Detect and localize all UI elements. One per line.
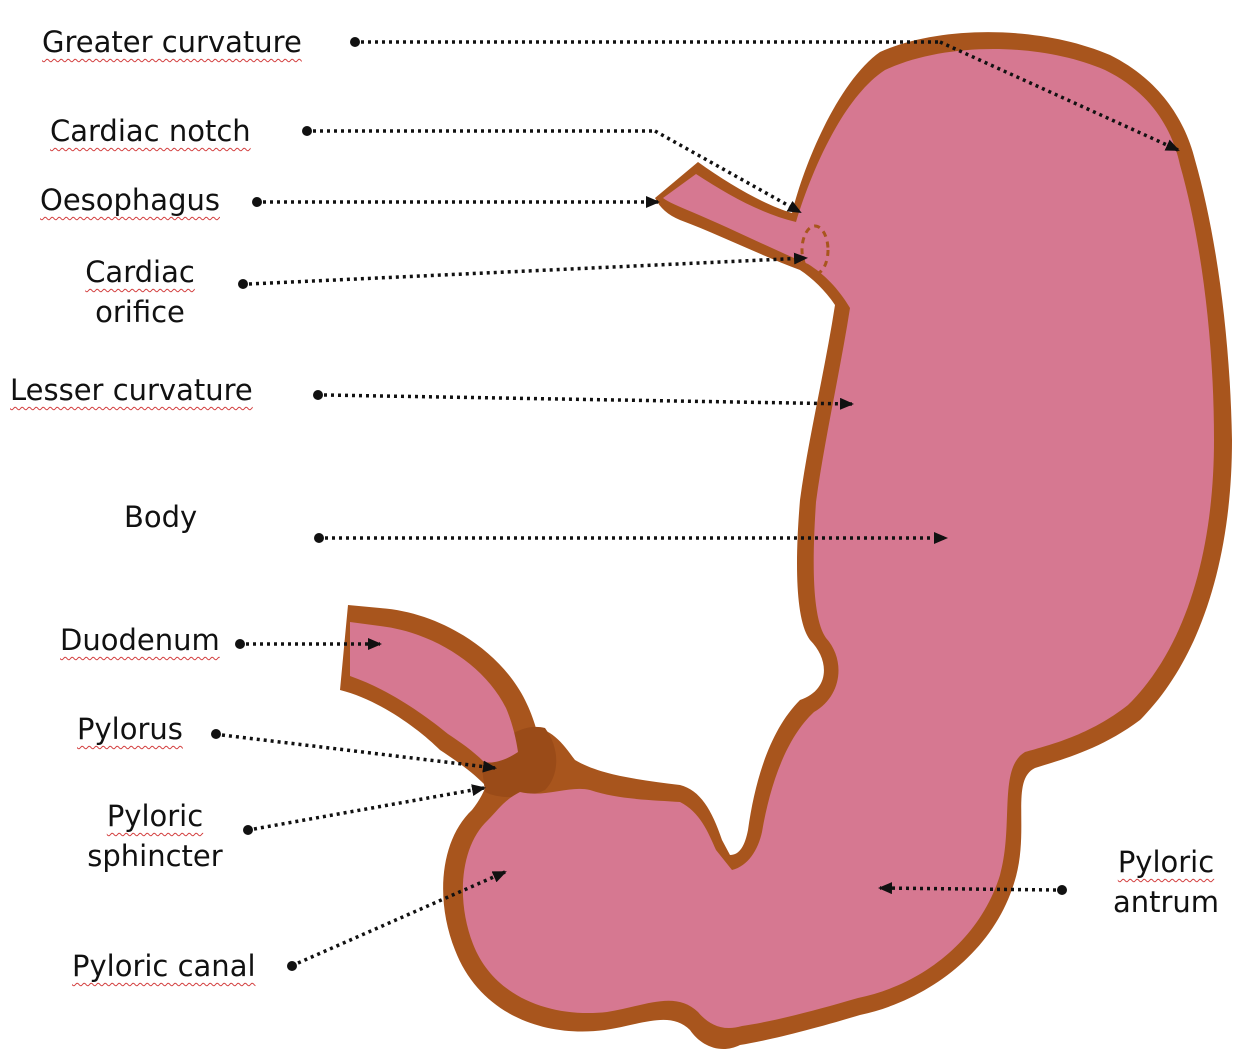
leader-dot <box>235 639 245 649</box>
label-text: Duodenum <box>60 623 220 657</box>
label-pyloric-canal: Pyloric canal <box>72 946 256 986</box>
label-body: Body <box>124 497 197 537</box>
label-cardiac-notch: Cardiac notch <box>50 111 251 151</box>
label-text: Cardiac notch <box>50 114 251 148</box>
leader-dot <box>287 961 297 971</box>
leader-dot <box>238 279 248 289</box>
leader-arrow <box>254 788 484 829</box>
leader-dot <box>243 825 253 835</box>
label-line-2: orifice <box>72 292 208 332</box>
label-lesser-curvature: Lesser curvature <box>10 370 253 410</box>
label-greater-curvature: Greater curvature <box>42 22 302 62</box>
label-pyloric-antrum: Pyloric antrum <box>1100 842 1232 922</box>
leader-lesser-curvature <box>313 390 852 404</box>
leader-oesophagus <box>252 197 658 207</box>
leader-arrow <box>324 395 852 404</box>
label-pylorus: Pylorus <box>77 709 183 749</box>
leader-arrow <box>249 258 806 284</box>
label-line-2: sphincter <box>72 836 238 876</box>
leader-dot <box>252 197 262 207</box>
leader-dot <box>302 126 312 136</box>
label-duodenum: Duodenum <box>60 620 220 660</box>
leader-dot <box>350 37 360 47</box>
label-pyloric-sphincter: Pyloric sphincter <box>72 796 238 876</box>
leader-cardiac-orifice <box>238 258 806 289</box>
label-text: Pylorus <box>77 712 183 746</box>
label-line-2: antrum <box>1100 882 1232 922</box>
leader-pyloric-sphincter <box>243 788 484 835</box>
label-line-1: Pyloric <box>72 796 238 836</box>
leader-dot <box>313 390 323 400</box>
label-text: Oesophagus <box>40 183 220 217</box>
label-line-1: Cardiac <box>72 252 208 292</box>
label-text: Pyloric canal <box>72 949 256 983</box>
leader-dot <box>211 729 221 739</box>
label-text: Greater curvature <box>42 25 302 59</box>
label-text: Lesser curvature <box>10 373 253 407</box>
label-cardiac-orifice: Cardiac orifice <box>72 252 208 332</box>
label-oesophagus: Oesophagus <box>40 180 220 220</box>
leader-dot <box>1057 885 1067 895</box>
label-line-1: Pyloric <box>1100 842 1232 882</box>
label-text: Body <box>124 500 197 534</box>
leader-dot <box>314 533 324 543</box>
